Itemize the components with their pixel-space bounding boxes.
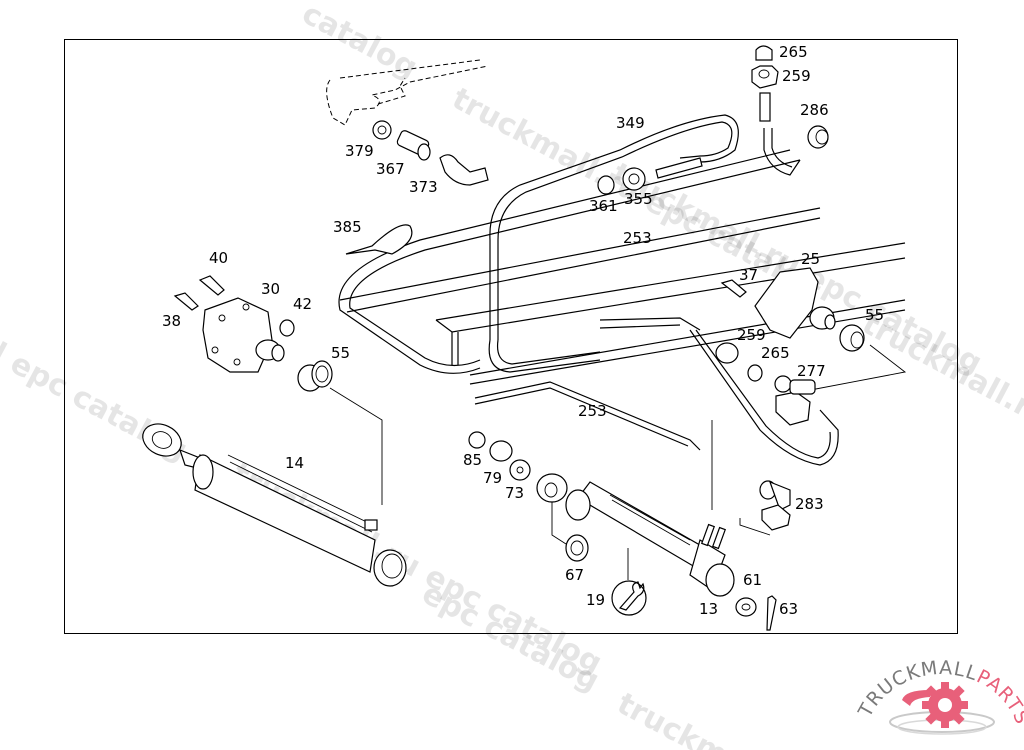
part-label[interactable]: 265 bbox=[761, 344, 790, 362]
watermark-text: truckm bbox=[611, 686, 733, 750]
swoosh-icon bbox=[902, 690, 930, 706]
part-label[interactable]: 85 bbox=[463, 451, 482, 469]
part-label[interactable]: 253 bbox=[578, 402, 607, 420]
pipe-upper-right bbox=[763, 128, 801, 176]
bushing-55-left bbox=[297, 360, 383, 505]
chassis-frame bbox=[339, 207, 906, 385]
part-label[interactable]: 42 bbox=[293, 295, 312, 313]
part-label[interactable]: 67 bbox=[565, 566, 584, 584]
part-label[interactable]: 55 bbox=[865, 306, 884, 324]
pipe-253-lower bbox=[474, 317, 839, 466]
part-label[interactable]: 283 bbox=[795, 495, 824, 513]
part-label[interactable]: 286 bbox=[800, 101, 829, 119]
part-label[interactable]: 385 bbox=[333, 218, 362, 236]
part-label[interactable]: 259 bbox=[737, 326, 766, 344]
logo-text-accent: PARTS bbox=[973, 666, 1024, 728]
part-label[interactable]: 265 bbox=[779, 43, 808, 61]
part-label[interactable]: 253 bbox=[623, 229, 652, 247]
gear-icon bbox=[922, 682, 968, 728]
part-label[interactable]: 37 bbox=[739, 266, 758, 284]
bracket-25 bbox=[720, 267, 907, 393]
part-label[interactable]: 355 bbox=[624, 190, 653, 208]
bracket-30 bbox=[173, 275, 295, 373]
diagram-frame bbox=[64, 39, 958, 634]
fittings-middle-right bbox=[715, 342, 816, 426]
cable-tie-385 bbox=[345, 224, 413, 255]
part-label[interactable]: 61 bbox=[743, 571, 762, 589]
pipe-349 bbox=[488, 114, 739, 373]
part-label[interactable]: 367 bbox=[376, 160, 405, 178]
part-label[interactable]: 361 bbox=[589, 197, 618, 215]
fittings-upper-right bbox=[751, 45, 829, 149]
part-label[interactable]: 25 bbox=[801, 250, 820, 268]
truckmallparts-logo: TRUCKMALLPARTS bbox=[854, 657, 1024, 735]
frame-rail-outline bbox=[326, 59, 489, 126]
washers-85-79-73 bbox=[468, 431, 589, 562]
part-label[interactable]: 63 bbox=[779, 600, 798, 618]
part-label[interactable]: 19 bbox=[586, 591, 605, 609]
part-label[interactable]: 349 bbox=[616, 114, 645, 132]
fittings-361-355 bbox=[597, 157, 703, 195]
wrench-icon-19 bbox=[611, 580, 647, 616]
part-label[interactable]: 30 bbox=[261, 280, 280, 298]
cylinder-14 bbox=[142, 423, 407, 587]
part-label[interactable]: 73 bbox=[505, 484, 524, 502]
part-label[interactable]: 40 bbox=[209, 249, 228, 267]
part-label[interactable]: 14 bbox=[285, 454, 304, 472]
part-label[interactable]: 13 bbox=[699, 600, 718, 618]
part-labels: 265 259 286 349 379 367 373 361 355 253 … bbox=[162, 43, 884, 618]
cylinder-13 bbox=[536, 473, 735, 597]
fittings-upper-left bbox=[372, 120, 489, 186]
part-label[interactable]: 259 bbox=[782, 67, 811, 85]
part-label[interactable]: 79 bbox=[483, 469, 502, 487]
fittings-lower-right bbox=[711, 420, 791, 631]
part-label[interactable]: 38 bbox=[162, 312, 181, 330]
part-label[interactable]: 277 bbox=[797, 362, 826, 380]
part-label[interactable]: 379 bbox=[345, 142, 374, 160]
part-label[interactable]: 373 bbox=[409, 178, 438, 196]
part-label[interactable]: 55 bbox=[331, 344, 350, 362]
watermark-text: catalog bbox=[296, 0, 423, 86]
